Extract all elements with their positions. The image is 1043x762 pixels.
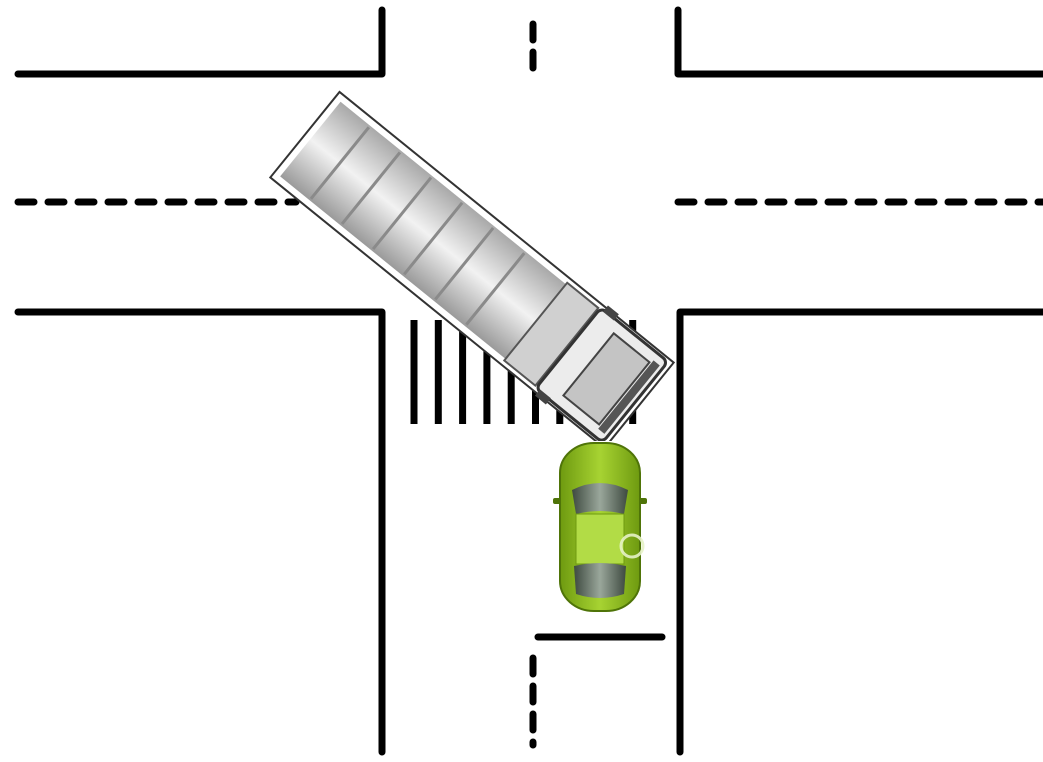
truck-icon xyxy=(268,90,676,450)
road-edge-lines xyxy=(14,6,1043,756)
truck xyxy=(268,90,676,450)
center-dashed-lines xyxy=(14,20,1043,749)
bottom-left-curb xyxy=(14,308,386,756)
top-left-curb xyxy=(14,6,386,78)
top-right-curb xyxy=(674,6,1043,78)
car xyxy=(553,441,647,615)
bottom-right-curb xyxy=(676,308,1043,756)
car-icon xyxy=(553,441,647,615)
